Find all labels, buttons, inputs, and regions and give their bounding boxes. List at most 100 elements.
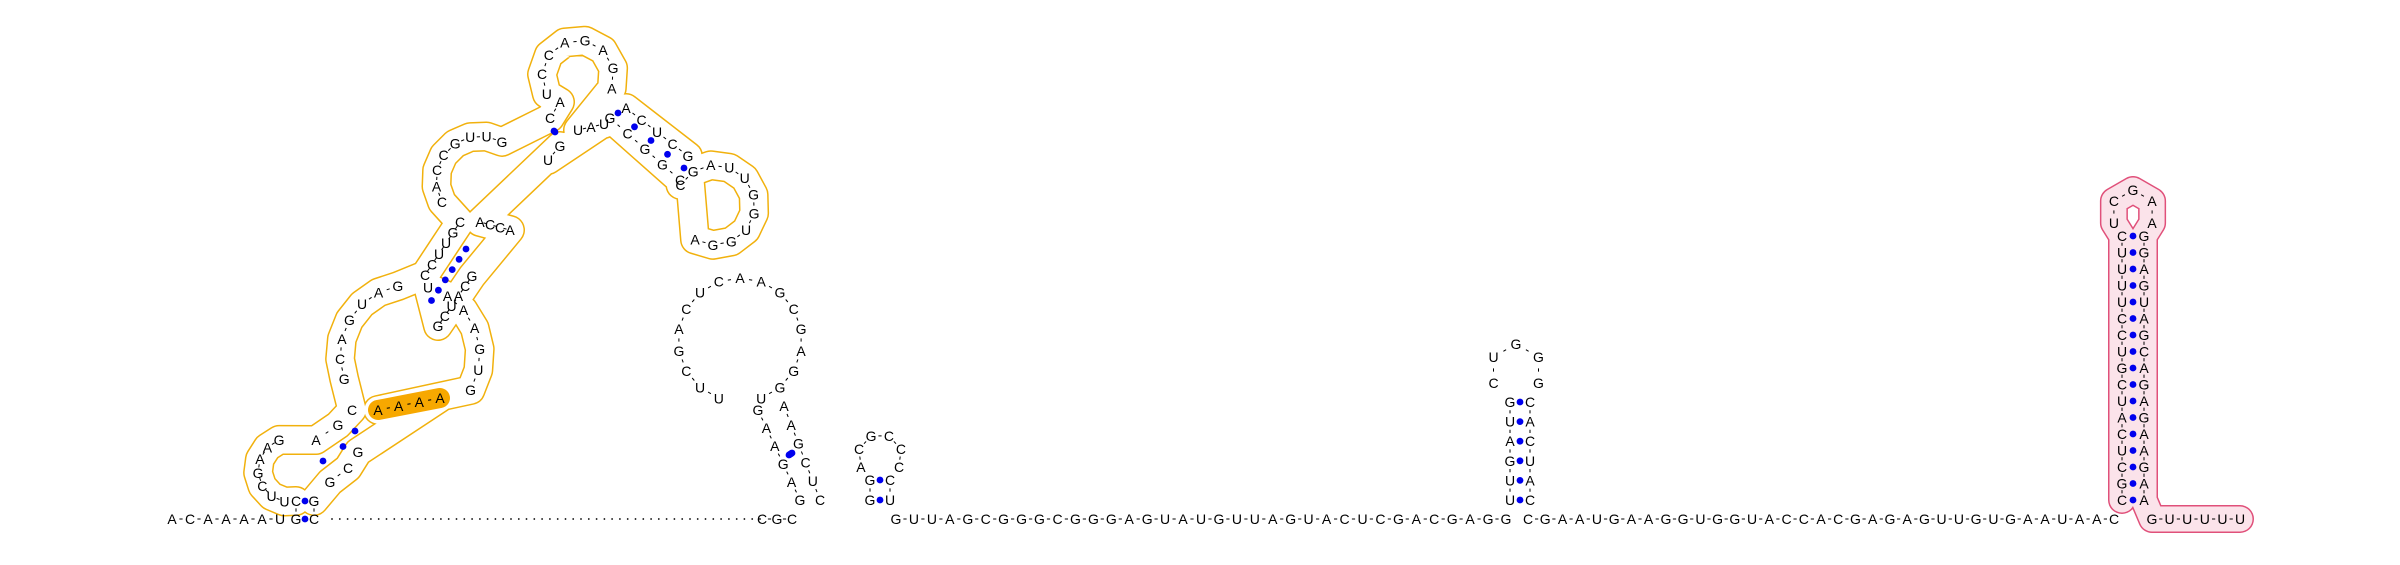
helix-e-5: C [545,110,555,126]
unpaired-dot [689,518,691,520]
backbone-tick [815,488,818,493]
backbone-tick [483,222,487,225]
linker-main: U [1160,511,1170,527]
unpaired-dot [665,518,668,520]
unpaired-dot [346,518,349,520]
backbone-tick [386,407,390,409]
linker-tail: G [1971,511,1982,527]
hairpin-i-loop: C [1488,375,1498,391]
base-pair-dot [2129,414,2137,421]
hairpin-g-loop: C [714,274,724,290]
unpaired-dot [401,518,403,520]
hairpin-j-stem-5: U [2117,393,2127,409]
hairpin-h-loop: G [866,428,877,444]
backbone-tick [769,435,772,439]
hairpin-g-loop: C [789,301,799,317]
backbone-tick [606,57,610,61]
apex-loop: A [598,42,608,58]
three-prime-tail: U [2235,511,2245,527]
base-pair-dot [2129,265,2137,273]
hairpin-j-stem-3: A [2139,261,2149,277]
linker-tail: A [2040,511,2050,527]
linker-cgc: C [757,511,767,527]
unpaired-dot [486,518,489,520]
helix-a-3: G [309,493,320,509]
mid-loop-left: G [450,136,461,152]
hairpin-j-stem-3: G [2139,410,2150,426]
helix-f-3: C [667,136,677,152]
mid-loop-left: C [437,194,447,210]
upper-arm-5: G [392,278,403,294]
unpaired-dot [377,518,380,520]
hairpin-g-stem-3: U [808,473,818,489]
helix-d-5: G [448,225,459,241]
backbone-tick [447,147,451,151]
hairpin-j-stem-3: A [2139,443,2149,459]
upper-arm-5: A [374,284,384,300]
linker-main: U [1232,511,1242,527]
hairpin-j-stem-5: U [2117,245,2127,261]
backbone-tick [407,403,411,405]
backbone-tick [341,367,343,371]
hairpin-i-loop: G [1511,336,1522,352]
backbone-tick [748,220,752,224]
backbone-tick [777,453,781,457]
backbone-tick [768,391,773,395]
backbone-tick [325,431,329,434]
backbone-tick [691,299,695,303]
helix-f-5: G [640,141,651,157]
linker-tail: A [1868,511,1878,527]
hairpin-j-stem-3: U [2139,294,2149,310]
hairpin-j-stem-5: U [2117,278,2127,294]
linker-main: A [1412,511,1422,527]
base-pair-dot [1516,477,1524,484]
backbone-tick [678,148,682,152]
linker-main: G [1447,511,1458,527]
backbone-tick [440,319,443,323]
linker-main: G [1016,511,1027,527]
unpaired-dot [720,518,722,520]
mid-loop-left: C [439,147,449,163]
base-pair-dot [2129,232,2137,240]
hairpin-i-stem-5: G [1505,453,1516,469]
unpaired-dot [408,518,411,520]
linker-tail: A [1644,511,1654,527]
backbone-tick [454,301,458,305]
linker-tail: C [1781,511,1791,527]
base-pair-dot [2129,381,2137,388]
unpaired-dot [626,518,629,520]
unpaired-dot [611,518,613,520]
linker-main: U [1304,511,1314,527]
unpaired-dot [393,518,396,520]
upper-arm-3: G [465,382,476,398]
unpaired-dot [634,518,637,520]
helix-d-3: C [460,278,470,294]
base-pair-dot [631,123,638,131]
backbone-tick [386,288,390,291]
hairpin-j-stem-5: U [2117,443,2127,459]
helix-c-5: C [347,402,357,418]
upper-arm-3: U [423,279,433,295]
backbone-tick [768,285,773,289]
hairpin-a-loop: G [274,432,285,448]
backbone-tick [427,268,430,272]
base-pair-dot [2129,364,2137,372]
unpaired-dot [338,518,341,520]
hairpin-j-stem-3: A [2139,492,2149,508]
base-pair-dot [1516,457,1524,465]
backbone-tick [1525,349,1529,352]
helix-e-3: G [555,138,566,154]
backbone-tick [786,471,789,475]
linker-main: C [1052,511,1062,527]
linker-main: A [1125,511,1135,527]
hairpin-g-stem-3: G [793,436,804,452]
linker-main: A [945,511,955,527]
backbone-tick [446,309,450,313]
upper-arm-5: G [344,312,355,328]
backbone-tick [461,139,465,142]
five-prime-tail: A [239,511,249,527]
linker-tail: U [1937,511,1947,527]
hairpin-j-stem-3: G [2139,377,2150,393]
mid-loop-right: A [505,222,515,238]
base-pair-dot [351,427,359,435]
